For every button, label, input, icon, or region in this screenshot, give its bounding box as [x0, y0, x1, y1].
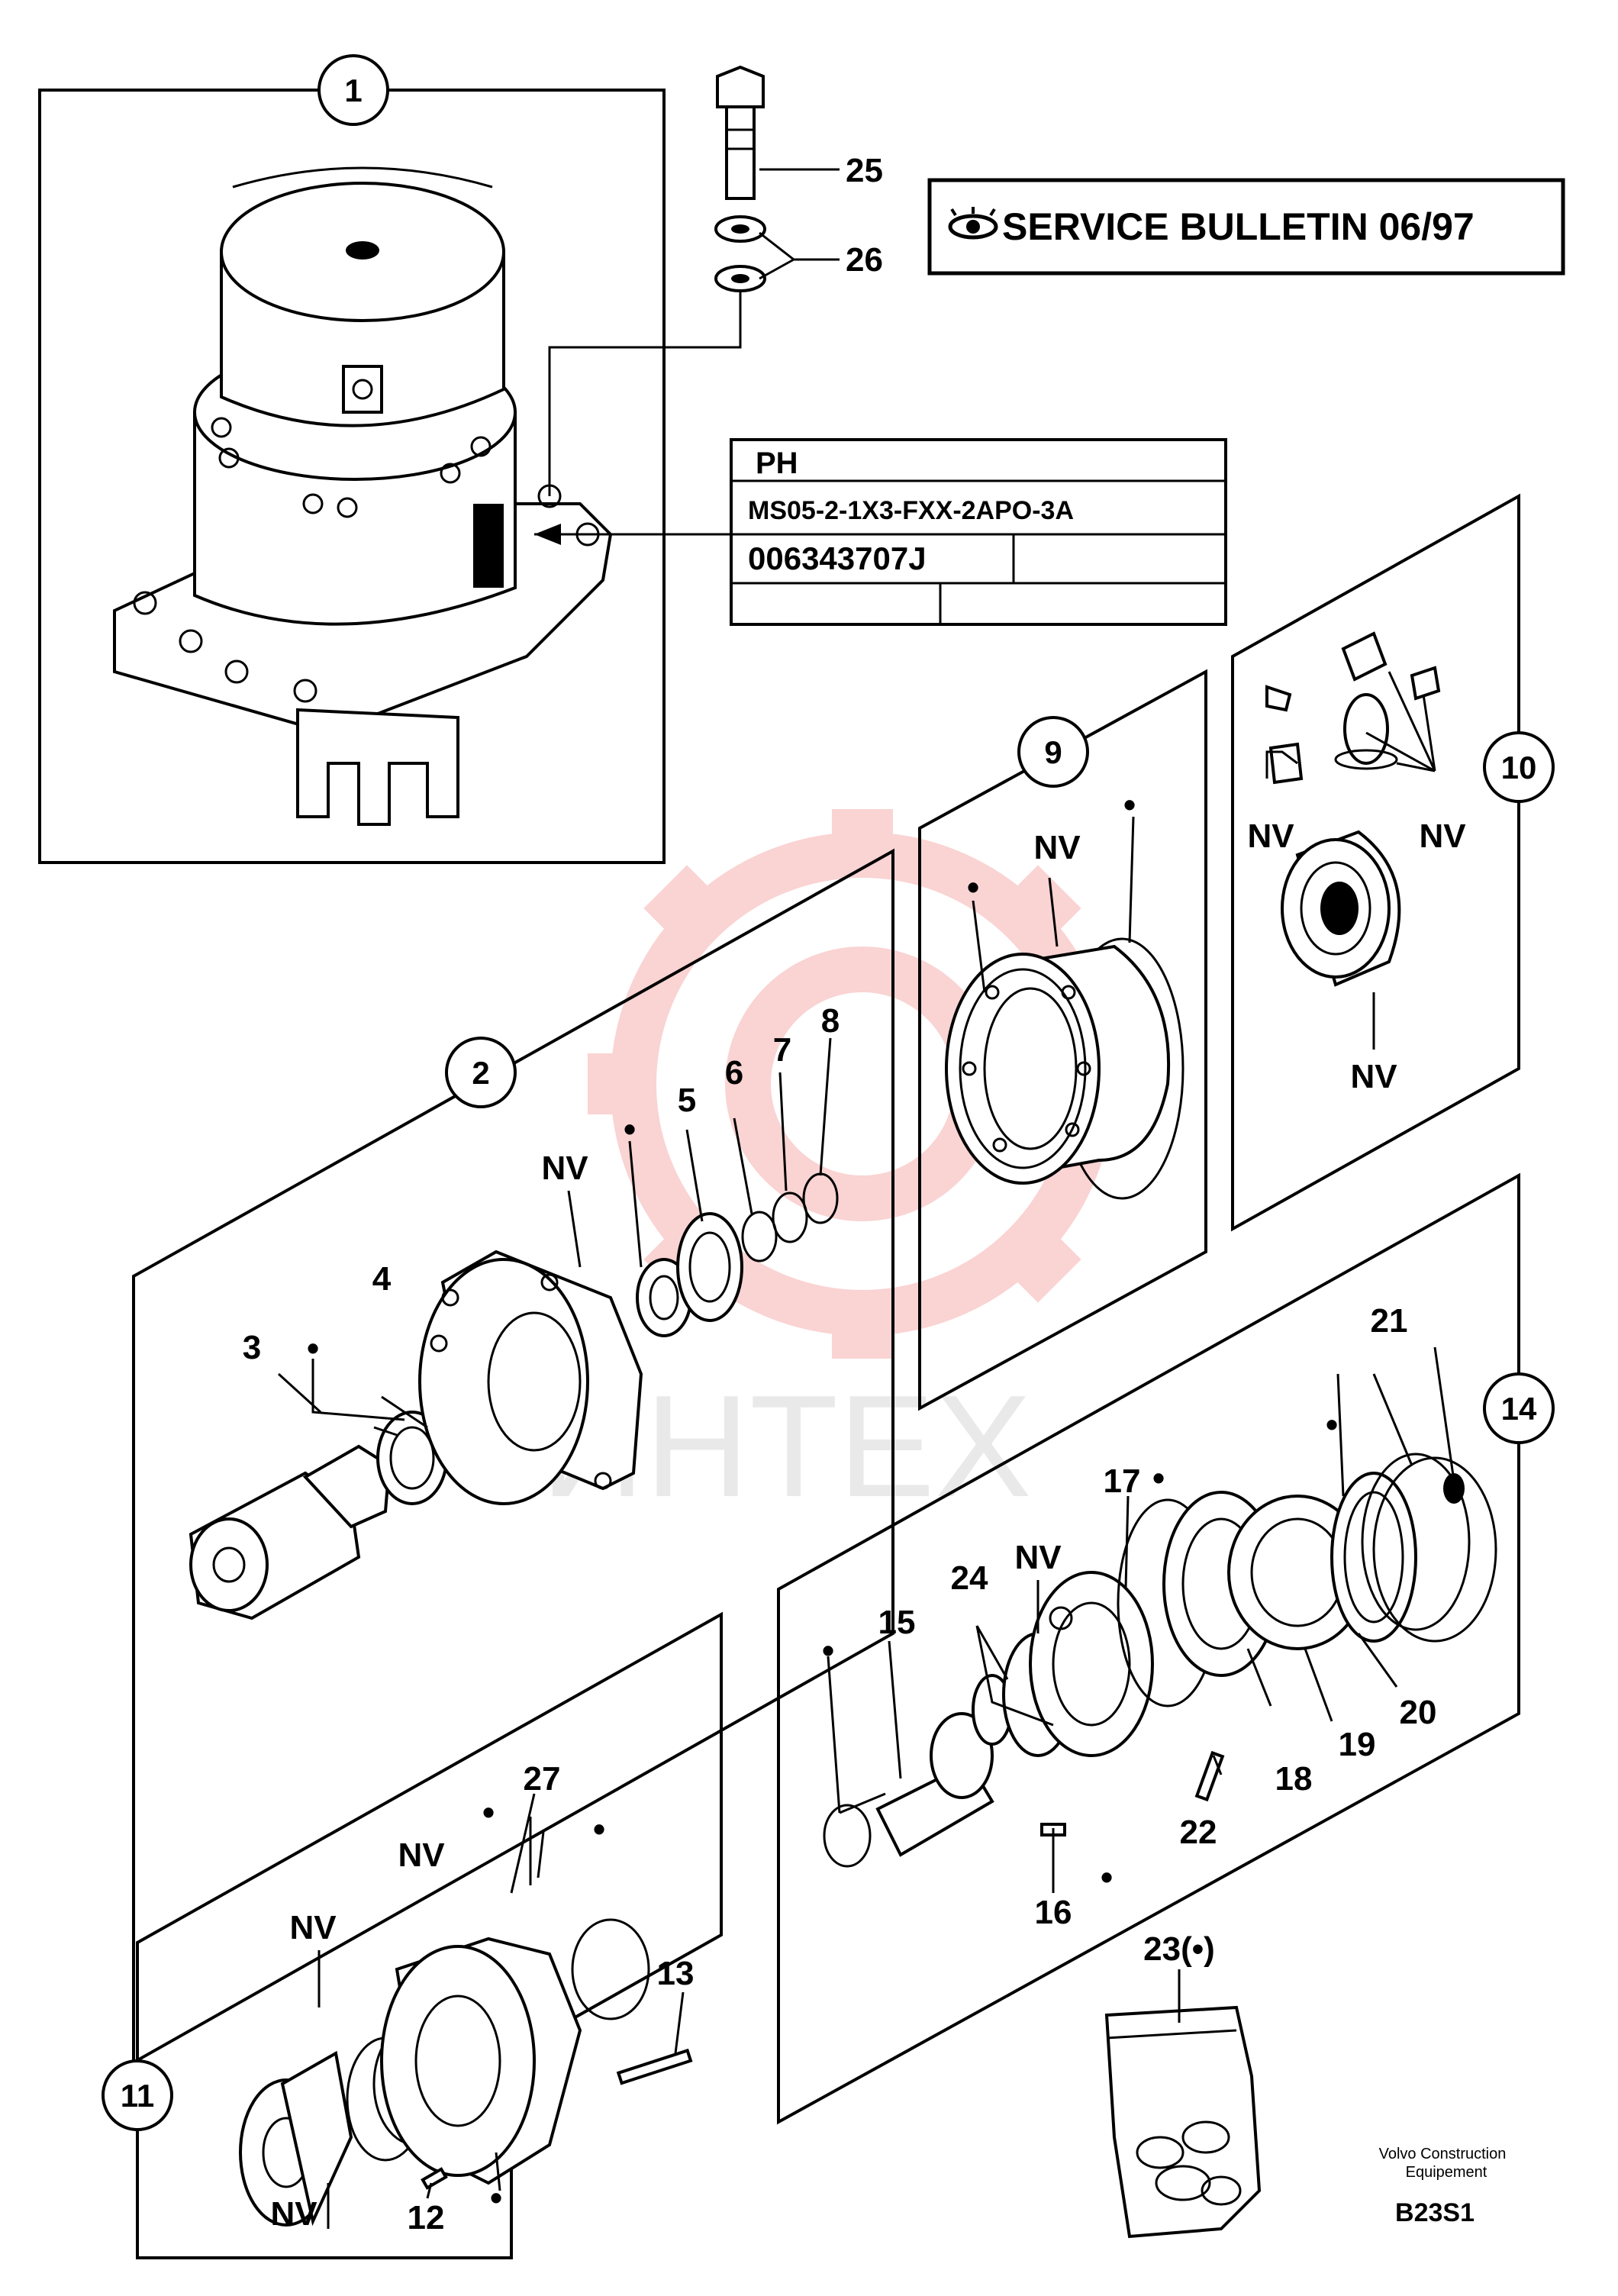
nv-label: NV	[1350, 1058, 1397, 1095]
bullet-marker: •	[490, 2178, 502, 2217]
nv-labels: NV NV NV NV NV NV NV NV NV	[270, 817, 1466, 2233]
footer-block: Volvo Construction Equipement B23S1	[1379, 2146, 1507, 2227]
part-label-24: 24	[951, 1559, 988, 1597]
part-label-4: 4	[372, 1260, 392, 1298]
part-label-18: 18	[1275, 1760, 1313, 1798]
part-label-8: 8	[821, 1002, 840, 1040]
bullet-markers: • • • • • • • • • • •	[307, 785, 1338, 2217]
bullet-marker: •	[822, 1630, 834, 1670]
footer-company-line-2: Equipement	[1406, 2164, 1487, 2181]
bullet-marker: •	[1123, 785, 1136, 824]
part-label-3: 3	[243, 1329, 261, 1366]
bullet-marker: •	[967, 867, 979, 907]
pinion-shaft-group-2	[189, 1172, 839, 1620]
bullet-marker: •	[1101, 1857, 1113, 1897]
part-label-15: 15	[878, 1604, 916, 1641]
housing-ring-9	[945, 937, 1184, 1200]
part-label-22: 22	[1180, 1814, 1217, 1851]
nv-label: NV	[1247, 817, 1294, 855]
nameplate-table: PH MS05-2-1X3-FXX-2APO-3A 006343707J	[730, 438, 1227, 626]
part-label-23: 23(•)	[1143, 1930, 1215, 1968]
valve-parts-10	[1265, 631, 1441, 987]
part-label-16: 16	[1035, 1894, 1072, 1931]
bullet-marker: •	[307, 1328, 319, 1368]
nv-label: NV	[270, 2195, 317, 2233]
nv-label: NV	[1014, 1539, 1062, 1576]
eye-icon	[948, 207, 998, 240]
part-label-17: 17	[1104, 1462, 1141, 1500]
nv-label: NV	[541, 1150, 588, 1187]
nameplate-line-2: MS05-2-1X3-FXX-2APO-3A	[748, 496, 1074, 525]
frame-group-14	[777, 1172, 1520, 2125]
part-label-19: 19	[1339, 1726, 1376, 1763]
group-number-14: 14	[1501, 1391, 1537, 1427]
part-label-27: 27	[524, 1760, 561, 1798]
service-bulletin-text: SERVICE BULLETIN 06/97	[1002, 205, 1475, 248]
frame-group-10	[1231, 493, 1520, 1232]
nameplate-line-3: 006343707J	[748, 540, 927, 576]
brake-group-14	[823, 1453, 1497, 1868]
bullet-marker: •	[1326, 1404, 1338, 1444]
nv-label: NV	[398, 1836, 445, 1874]
leader-lines	[277, 168, 1455, 2229]
group-number-circles: 1 2 9 10 14 11	[102, 54, 1555, 2131]
group-number-10: 10	[1501, 750, 1537, 785]
nv-label: NV	[1419, 817, 1466, 855]
part-label-13: 13	[657, 1955, 695, 1992]
footer-company-line-1: Volvo Construction	[1379, 2146, 1507, 2162]
part-label-26: 26	[846, 241, 883, 279]
part-label-6: 6	[725, 1054, 743, 1092]
bullet-marker: •	[624, 1109, 636, 1149]
group-number-11: 11	[121, 2078, 154, 2114]
part-label-20: 20	[1400, 1694, 1437, 1731]
part-label-7: 7	[773, 1031, 791, 1069]
nameplate-line-1: PH	[756, 447, 798, 480]
nv-label: NV	[289, 1909, 337, 1946]
group-number-2: 2	[472, 1055, 489, 1091]
bullet-marker: •	[593, 1809, 605, 1849]
swing-motor-assembly	[113, 166, 613, 826]
part-label-25: 25	[846, 152, 883, 189]
service-bulletin-box: SERVICE BULLETIN 06/97	[927, 178, 1565, 276]
washers-26	[714, 215, 766, 292]
motor-cover-group-11	[239, 1918, 693, 2227]
group-number-9: 9	[1044, 734, 1062, 770]
group-number-1: 1	[344, 73, 362, 108]
frame-group-9	[918, 669, 1207, 1411]
part-label-21: 21	[1371, 1302, 1408, 1340]
bolt-25	[716, 65, 765, 200]
frame-group-2	[132, 848, 894, 2065]
part-label-12: 12	[408, 2199, 445, 2236]
bullet-marker: •	[1152, 1458, 1165, 1498]
nv-label: NV	[1033, 829, 1081, 866]
footer-drawing-code: B23S1	[1395, 2198, 1475, 2227]
part-label-5: 5	[678, 1082, 696, 1119]
bullet-marker: •	[482, 1792, 495, 1832]
service-kit-bag-23	[1104, 2005, 1262, 2239]
part-number-labels: 25 26 3 4 5 6 7 8 15 24 17 21 16 22 18 1…	[243, 152, 1437, 2236]
